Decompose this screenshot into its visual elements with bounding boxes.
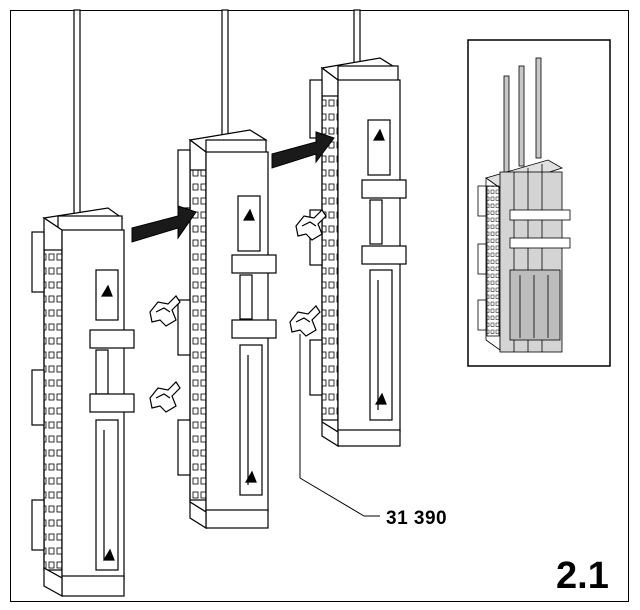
push-arrow-1: [131, 205, 197, 243]
terminal-module-center: [177, 9, 277, 530]
terminal-module-right: [309, 9, 407, 448]
connector-clip-icon: [149, 381, 181, 413]
part-number-label: 31 390: [386, 508, 448, 529]
inset-assembled-view: [467, 39, 611, 367]
wire-left: [73, 9, 81, 239]
connector-clip-icon: [289, 305, 321, 337]
leader-line: [299, 334, 380, 517]
figure-frame: [10, 10, 629, 602]
push-arrow-2: [271, 131, 335, 169]
figure-number: 2.1: [556, 555, 609, 597]
terminal-module-left: [31, 9, 135, 598]
connector-clip-icon: [295, 209, 327, 241]
connector-clip-icon: [149, 295, 181, 327]
